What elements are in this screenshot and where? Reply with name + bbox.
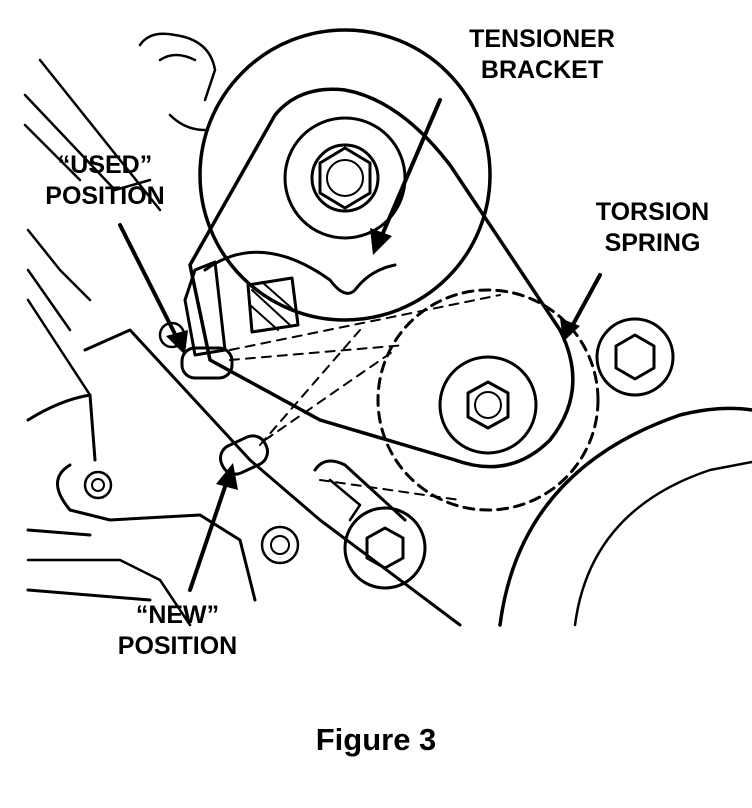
used-arrow xyxy=(118,223,180,342)
drive-wheel xyxy=(498,406,752,627)
used-position-tab xyxy=(158,260,234,380)
new-arrowhead-icon xyxy=(216,463,238,490)
tensioner-arrowhead-icon xyxy=(370,228,392,255)
torsion-spring-label: TORSION SPRING xyxy=(585,197,720,259)
lower-bolt-assembly xyxy=(260,459,427,590)
upper-bolt xyxy=(318,146,372,210)
lower-pulley xyxy=(376,288,600,512)
callout-arrows xyxy=(118,98,602,592)
tensioner-bracket xyxy=(188,87,575,469)
torsion-arrowhead-icon xyxy=(560,318,580,342)
right-nut xyxy=(595,317,675,397)
torsion-arrow xyxy=(568,273,602,332)
torsion-label-line-2: SPRING xyxy=(604,229,701,257)
new-label-line-1: “NEW” xyxy=(135,601,220,629)
used-label-line-1: “USED” xyxy=(57,151,153,179)
torsion-label-line-1: TORSION xyxy=(595,198,710,226)
used-label-line-2: POSITION xyxy=(45,182,165,210)
tensioner-label-line-2: BRACKET xyxy=(480,56,604,84)
tensioner-arrow xyxy=(378,98,442,242)
tensioner-bracket-label: TENSIONER BRACKET xyxy=(452,24,632,86)
new-position-tab xyxy=(219,434,269,476)
alignment-dashes xyxy=(229,294,501,501)
upper-pulley xyxy=(198,28,492,322)
new-arrow xyxy=(188,476,230,592)
used-position-label: “USED” POSITION xyxy=(30,150,180,212)
engine-background-lines xyxy=(23,32,217,397)
used-arrowhead-icon xyxy=(166,330,188,355)
tensioner-label-line-1: TENSIONER xyxy=(469,25,615,53)
new-position-label: “NEW” POSITION xyxy=(100,600,255,662)
figure-caption: Figure 3 xyxy=(315,722,437,757)
new-label-line-2: POSITION xyxy=(117,632,238,660)
mounting-plate xyxy=(26,328,462,627)
